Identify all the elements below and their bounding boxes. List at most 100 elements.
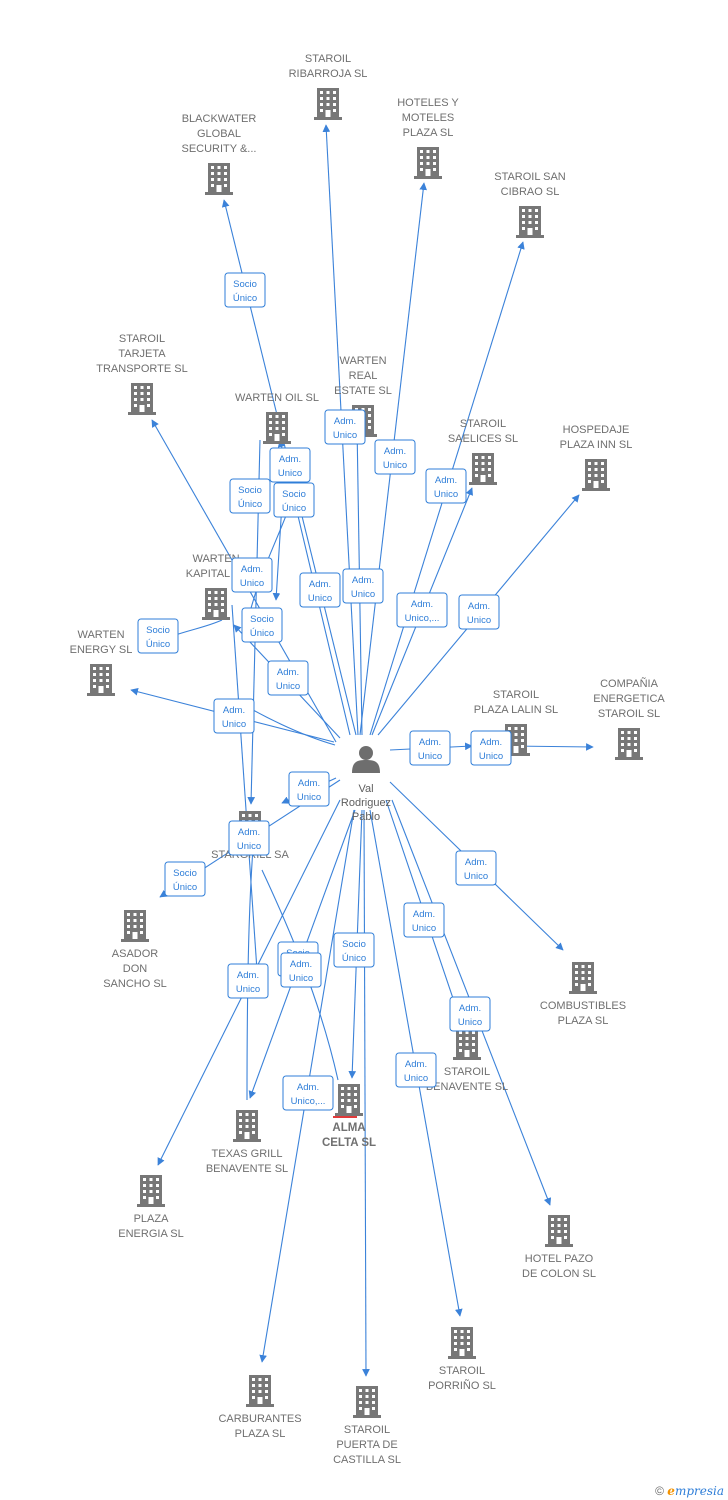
relation-label[interactable]: Adm.Unico,... <box>282 1075 334 1111</box>
company-node-warten-oil[interactable]: WARTEN OIL SL <box>235 392 319 444</box>
relation-text: Adm. <box>384 446 406 457</box>
company-name-line: BENAVENTE SL <box>426 1081 508 1093</box>
company-name-line: KAPITAL SL <box>186 568 247 580</box>
relation-label[interactable]: Adm.Unico <box>299 572 341 608</box>
company-name-line: BENAVENTE SL <box>206 1163 288 1175</box>
company-name-line: TRANSPORTE SL <box>96 363 188 375</box>
relation-label[interactable]: Adm.Unico <box>213 698 255 734</box>
relation-text: Único <box>238 499 262 510</box>
relation-text: Unico <box>412 923 436 934</box>
relation-text: Único <box>173 882 197 893</box>
relation-text: Unico <box>276 681 300 692</box>
relation-text: Único <box>250 628 274 639</box>
relation-text: Unico,... <box>405 613 440 624</box>
relation-text: Socio <box>282 489 306 500</box>
relation-text: Unico <box>458 1017 482 1028</box>
company-node-warten-real[interactable]: WARTEN REAL ESTATE SL <box>334 355 392 437</box>
relation-label[interactable]: Adm.Unico <box>342 568 384 604</box>
company-node-warten-energy[interactable]: WARTEN ENERGY SL <box>70 629 133 696</box>
company-name-line: WARTEN <box>77 629 124 641</box>
relation-label[interactable]: Adm.Unico <box>227 963 269 999</box>
relation-text: Adm. <box>435 475 457 486</box>
company-name-line: STAROIL <box>305 53 351 65</box>
relation-text: Unico <box>383 460 407 471</box>
company-name-line: RIBARROJA SL <box>289 68 368 80</box>
relation-text: Único <box>342 953 366 964</box>
relation-text: Adm. <box>468 601 490 612</box>
relation-text: Unico,... <box>291 1096 326 1107</box>
relation-label[interactable]: Adm.Unico <box>455 850 497 886</box>
relation-label[interactable]: Adm.Unico <box>269 447 311 483</box>
company-node-staroil-ribarroja[interactable]: STAROIL RIBARROJA SL <box>289 53 368 120</box>
relation-label[interactable]: Adm.Unico <box>267 660 309 696</box>
relation-label[interactable]: Adm.Unico,... <box>396 592 448 628</box>
company-name-line: PLAZA SL <box>403 127 454 139</box>
company-node-warten-kapital[interactable]: WARTEN KAPITAL SL <box>186 553 247 620</box>
company-name-line: COMBUSTIBLES <box>540 1000 626 1012</box>
company-name-line: DE COLON SL <box>522 1268 596 1280</box>
company-name-line: STAROIL <box>444 1066 490 1078</box>
relation-label[interactable]: Adm.Unico <box>395 1052 437 1088</box>
relation-label[interactable]: Adm. Unico <box>374 439 416 475</box>
relation-label[interactable]: Adm.Unico <box>409 730 451 766</box>
relation-text: Socio <box>173 868 197 879</box>
company-name-line: WARTEN <box>339 355 386 367</box>
company-node-staroil-benavente[interactable]: STAROIL BENAVENTE SL <box>426 1028 508 1093</box>
company-name-line: WARTEN <box>192 553 239 565</box>
brand-logo[interactable]: empresia <box>667 1484 724 1498</box>
relation-label[interactable]: Adm.Unico <box>231 557 273 593</box>
relation-text: Único <box>282 503 306 514</box>
copyright-symbol: © <box>655 1484 664 1498</box>
building-icon <box>615 728 643 760</box>
person-name-line: Val <box>358 783 373 795</box>
company-name-line: ENERGY SL <box>70 644 133 656</box>
company-name-line: CIBRAO SL <box>501 186 560 198</box>
company-name-line: SANCHO SL <box>103 978 167 990</box>
relation-label[interactable]: Adm.Unico <box>470 730 512 766</box>
building-icon <box>128 383 156 415</box>
company-name-line: ESTATE SL <box>334 385 392 397</box>
relation-label[interactable]: Adm.Unico <box>403 902 445 938</box>
relation-label[interactable]: Adm.Unico <box>449 996 491 1032</box>
relation-label[interactable]: Adm.Unico <box>288 771 330 807</box>
building-icon <box>545 1215 573 1247</box>
relation-text: Adm. <box>352 575 374 586</box>
building-icon <box>516 206 544 238</box>
relation-label[interactable]: Adm.Unico <box>280 952 322 988</box>
relation-label[interactable]: Adm.Unico <box>228 820 270 856</box>
relation-label[interactable]: Adm.Unico <box>458 594 500 630</box>
relation-text: Adm. <box>279 454 301 465</box>
relation-text: Unico <box>418 751 442 762</box>
relation-text: Socio <box>146 625 170 636</box>
building-icon <box>121 910 149 942</box>
relation-label[interactable]: Adm.Unico <box>324 409 366 445</box>
relation-label[interactable]: Adm.Unico <box>425 468 467 504</box>
company-name-line: REAL <box>349 370 378 382</box>
building-icon <box>202 588 230 620</box>
